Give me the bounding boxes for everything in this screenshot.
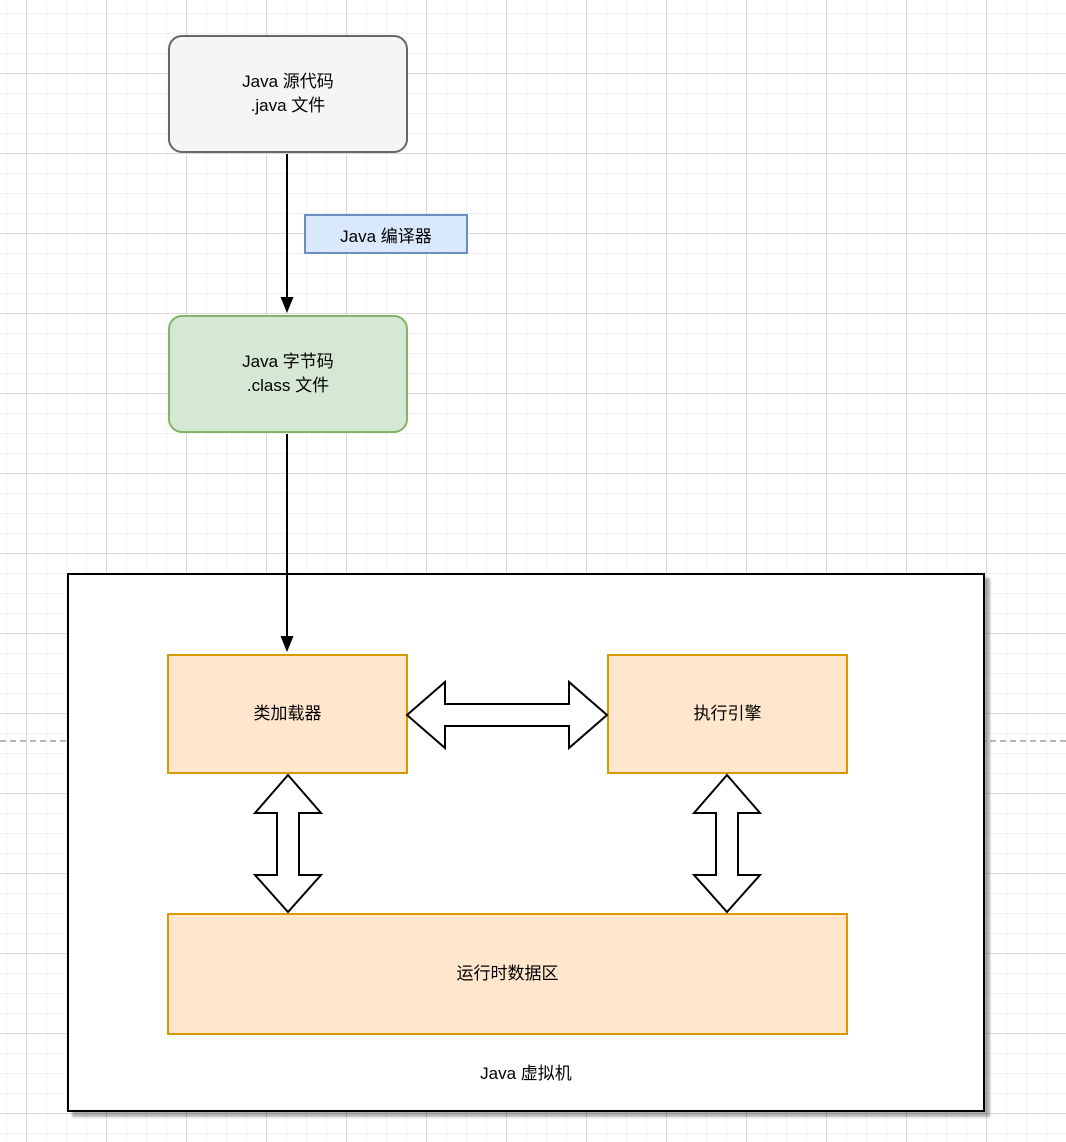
node-java-bytecode: Java 字节码 .class 文件 xyxy=(168,315,408,433)
node-execution-engine-label: 执行引擎 xyxy=(693,704,762,723)
node-class-loader: 类加载器 xyxy=(167,654,408,774)
node-java-source-line1: Java 源代码 xyxy=(242,72,334,91)
node-java-source: Java 源代码 .java 文件 xyxy=(168,35,408,153)
jvm-container-label-text: Java 虚拟机 xyxy=(480,1064,572,1083)
node-java-bytecode-line1: Java 字节码 xyxy=(242,352,334,371)
node-runtime-data-area-label: 运行时数据区 xyxy=(456,964,559,983)
node-class-loader-label: 类加载器 xyxy=(253,704,322,723)
node-java-bytecode-line2: .class 文件 xyxy=(246,376,330,395)
jvm-container-label: Java 虚拟机 xyxy=(67,1062,985,1086)
node-runtime-data-area: 运行时数据区 xyxy=(167,913,848,1035)
edge-label-java-compiler-text: Java 编译器 xyxy=(340,226,432,246)
edge-label-java-compiler: Java 编译器 xyxy=(304,214,468,254)
node-execution-engine: 执行引擎 xyxy=(607,654,848,774)
node-java-source-line2: .java 文件 xyxy=(250,96,326,115)
arrowhead-down-icon xyxy=(280,297,294,313)
edge-source-to-bytecode xyxy=(280,154,294,313)
